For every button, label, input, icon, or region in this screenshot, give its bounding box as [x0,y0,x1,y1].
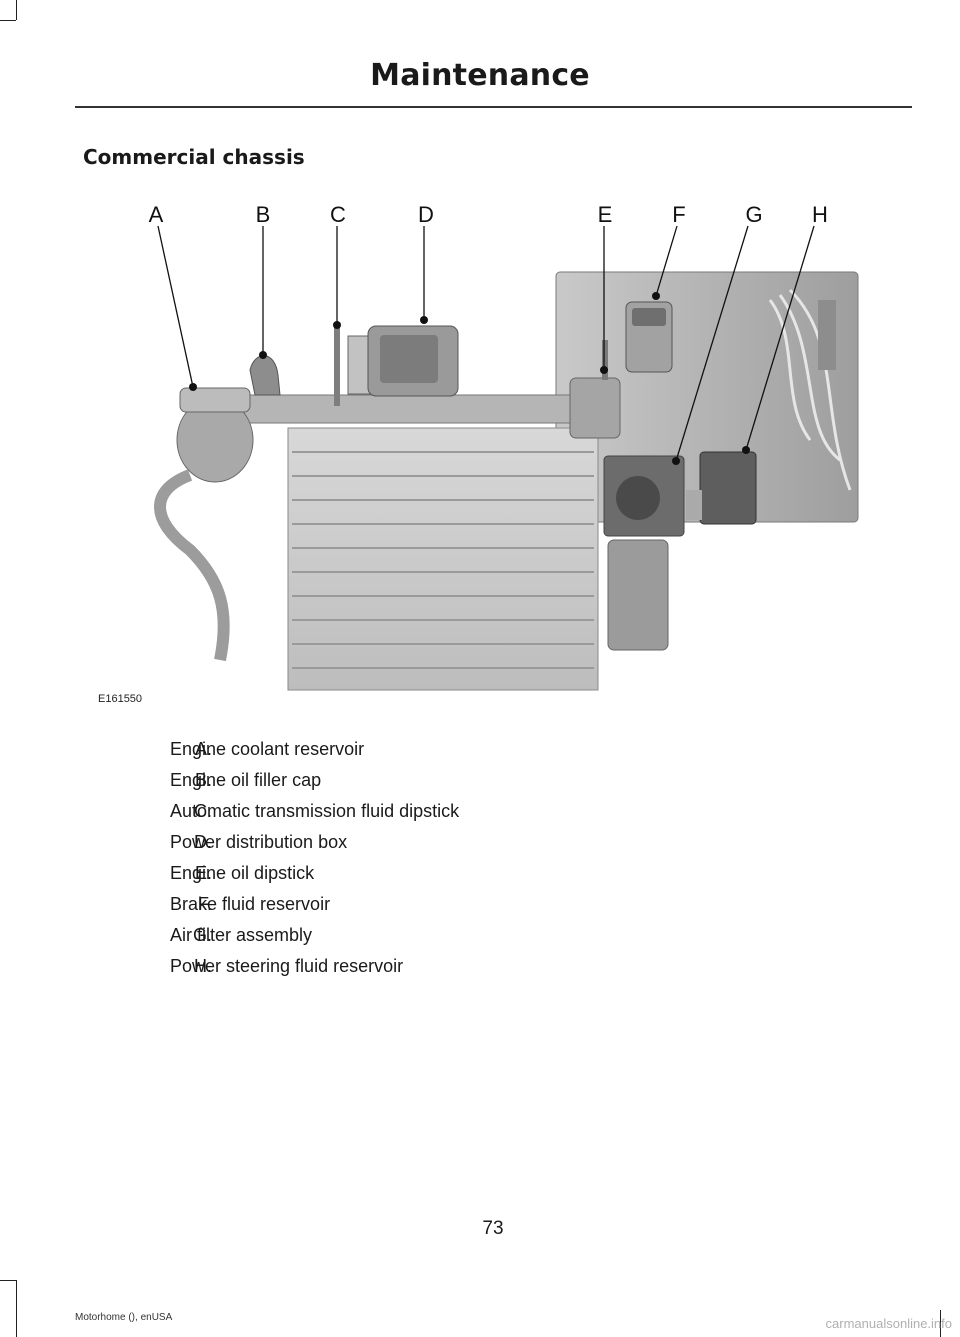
legend-letter: D. [194,832,212,852]
legend-item: D. Power distribution box [80,829,680,860]
crop-mark [940,1310,941,1337]
legend-item: B. Engine oil filler cap [80,767,680,798]
legend-letter: A. [194,739,212,759]
legend-text: Engine oil filler cap [170,770,322,790]
crop-mark [16,0,17,20]
legend-text: Power distribution box [170,832,348,852]
legend-item: G. Air filter assembly [80,922,680,953]
power-steering-reservoir [699,451,757,525]
callout-label: A [149,202,164,227]
legend-letter: F. [197,894,212,914]
legend-letter: G. [192,925,212,945]
watermark: carmanualsonline.info [825,1316,952,1331]
air-box-lower [607,539,669,651]
legend-item: H. Power steering fluid reservoir [80,953,680,984]
legend-text: Air filter assembly [170,925,313,945]
engine-oil-dipstick [602,340,608,380]
legend-item: A. Engine coolant reservoir [80,736,680,767]
callout-label: B [256,202,271,227]
air-filter-intake [616,476,660,520]
crossmember [239,394,611,424]
oil-filler-neck [249,355,281,396]
legend-text: Engine oil dipstick [170,863,315,883]
callout-label: H [812,202,828,227]
callout-label: G [745,202,762,227]
crop-mark [16,1280,17,1337]
legend-item: E. Engine oil dipstick [80,860,680,891]
legend-text: Brake fluid reservoir [170,894,331,914]
callout-label: C [330,202,346,227]
engine-block [569,377,621,439]
crop-mark [0,1280,16,1281]
section-heading: Commercial chassis [83,145,305,169]
engine-compartment-figure: A B C D E F G H E161550 [80,190,880,710]
callout-label: D [418,202,434,227]
legend-letter: B. [194,770,212,790]
legend-letter: C. [194,801,212,821]
legend-text: Engine coolant reservoir [170,739,365,759]
legend-item: C. Automatic transmission fluid dipstick [80,798,680,829]
publication-footer: Motorhome (), enUSA [75,1312,173,1323]
figure-code: E161550 [98,693,142,705]
page-title: Maintenance [370,58,590,93]
coolant-hose [154,469,230,662]
legend-item: F. Brake fluid reservoir [80,891,680,922]
page-number: 73 [482,1218,504,1239]
callout-leaders [157,225,815,462]
callout-label: E [598,202,613,227]
pdb-side [347,335,371,395]
legend-letter: E. [194,863,212,883]
engine-diagram: A B C D E F G H E161550 [98,202,859,705]
callout-label: F [672,202,685,227]
callout-legend: A. Engine coolant reservoir B. Engine oi… [80,736,680,984]
radiator-fins [292,451,594,669]
header-divider [75,106,912,108]
brake-reservoir-cap [632,308,666,326]
legend-text: Automatic transmission fluid dipstick [170,801,460,821]
legend-letter: H. [194,956,212,976]
ps-bracket [686,490,702,520]
legend-text: Power steering fluid reservoir [170,956,404,976]
panel-bracket [818,300,836,370]
pdb-lid [380,335,438,383]
radiator [287,427,599,691]
coolant-reservoir-cap [179,387,251,413]
transmission-dipstick [334,326,340,406]
wiring-harness [768,288,852,491]
callout-dots [189,292,750,465]
crop-mark [0,20,16,21]
